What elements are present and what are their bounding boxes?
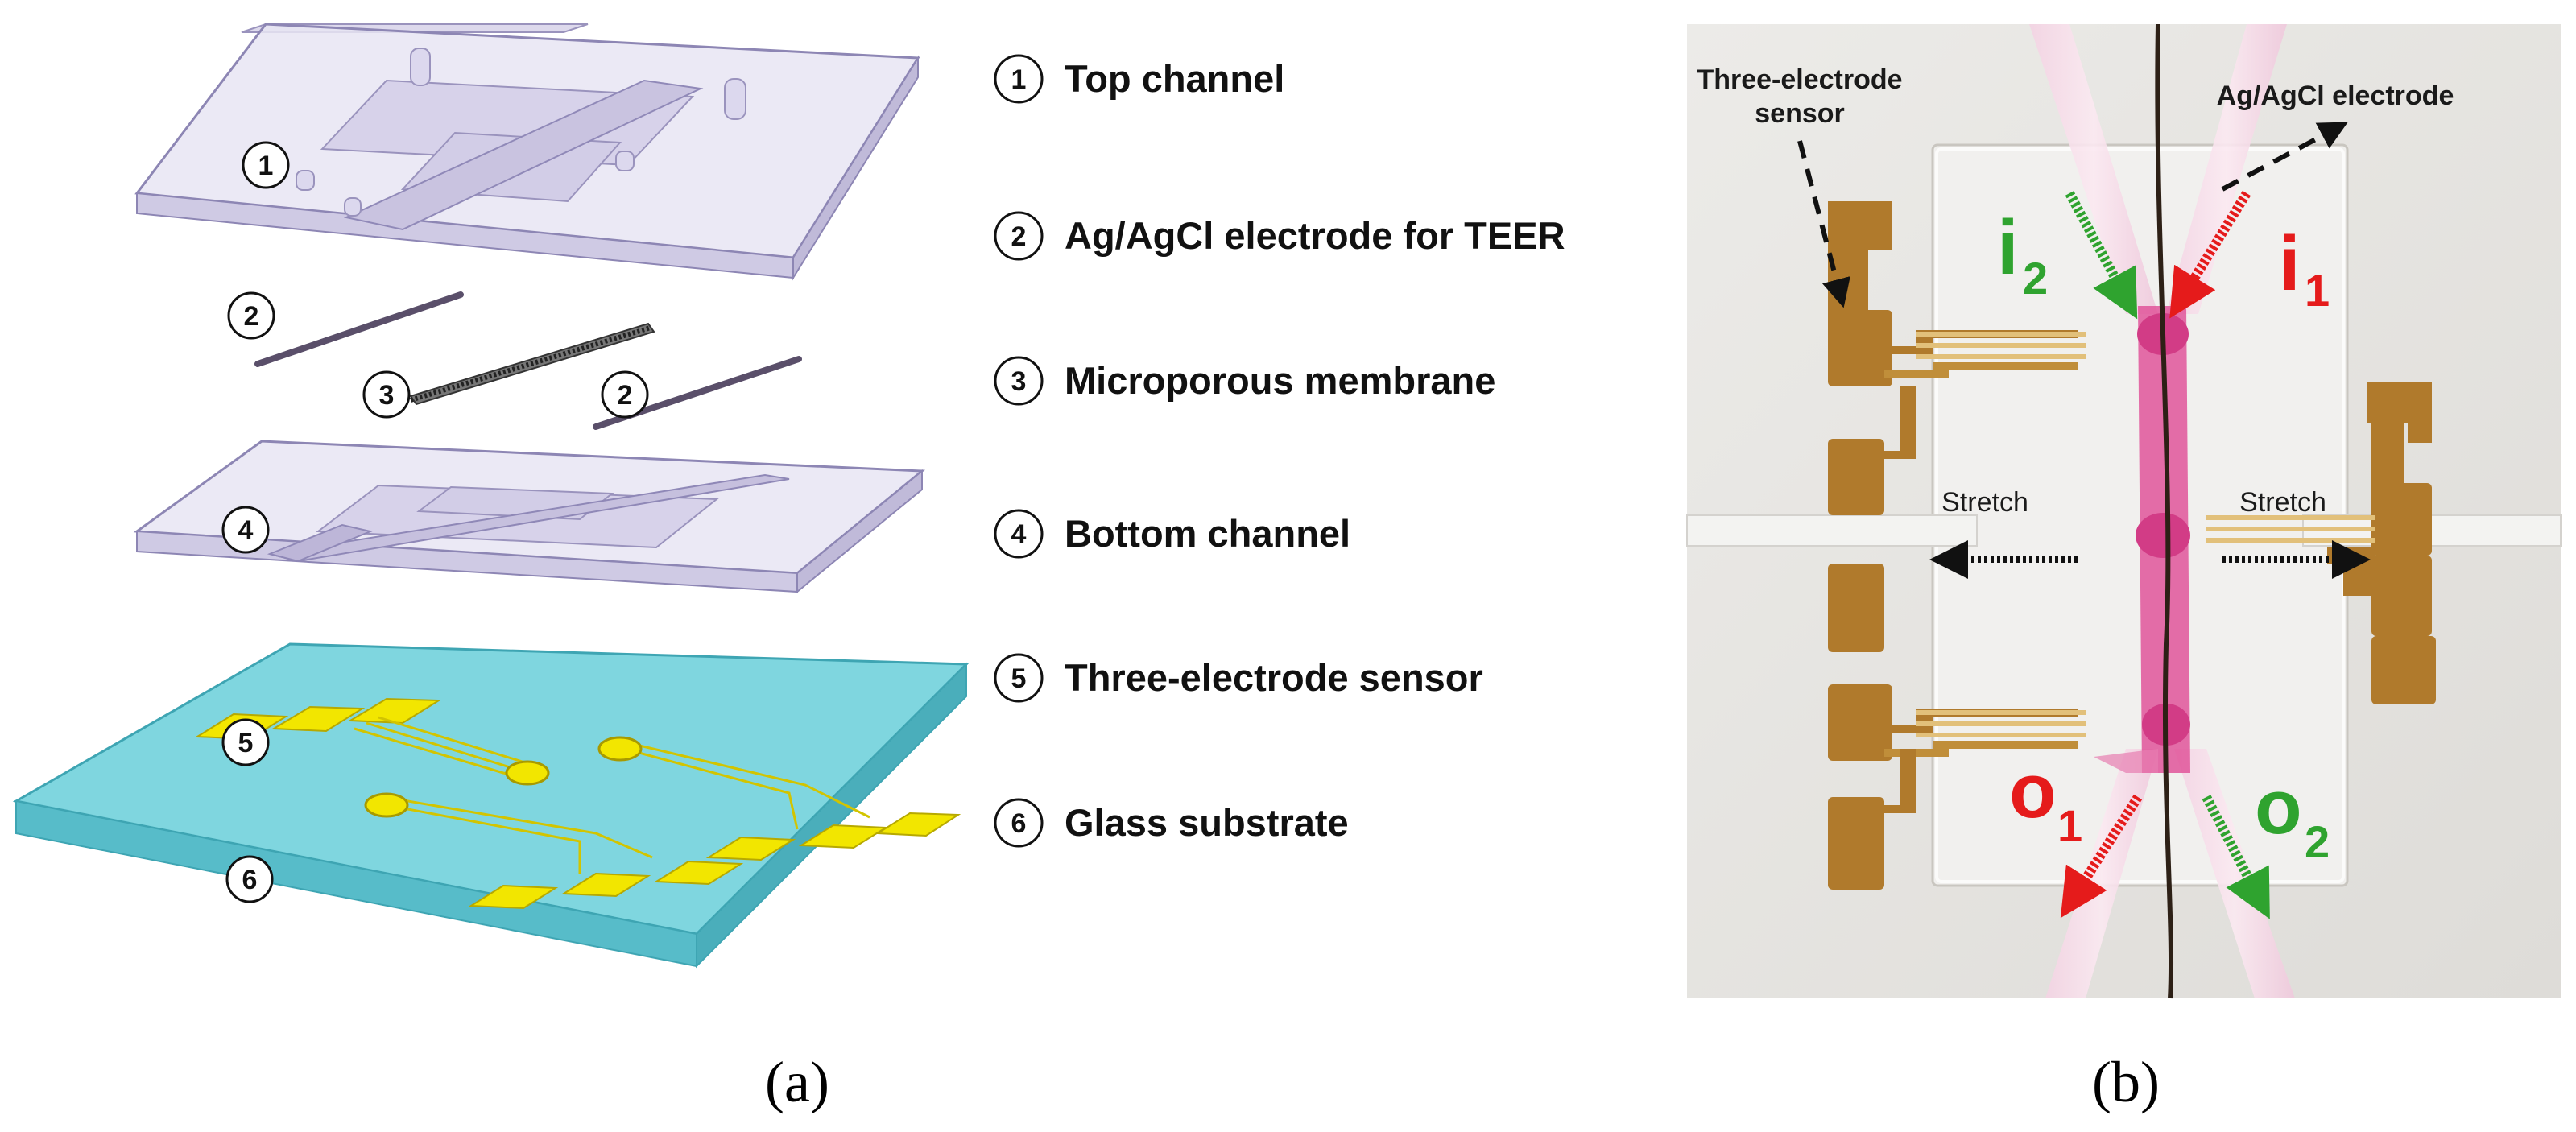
svg-text:2: 2: [244, 301, 259, 332]
label-three-electrode-line1: Three-electrode: [1697, 64, 1902, 95]
port-o1: o 1: [2009, 748, 2082, 851]
legend-item-5: 5 Three-electrode sensor: [994, 653, 1483, 703]
svg-text:2: 2: [618, 380, 633, 411]
agagcl-wire: [2155, 23, 2174, 999]
port-i1: i 1: [2279, 221, 2330, 316]
svg-text:1: 1: [2057, 800, 2082, 851]
svg-text:2: 2: [1011, 221, 1027, 252]
svg-text:1: 1: [258, 151, 274, 181]
svg-text:5: 5: [1011, 663, 1027, 694]
label-stretch-right: Stretch: [2239, 487, 2326, 518]
svg-text:2: 2: [2305, 816, 2330, 867]
electrode-left: [254, 291, 464, 367]
gold-electrode-pads-right: [2206, 382, 2436, 704]
label-stretch-left: Stretch: [1941, 487, 2028, 518]
svg-text:o: o: [2009, 748, 2057, 834]
svg-text:i: i: [2279, 221, 2301, 307]
legend-item-1: 1 Top channel: [994, 54, 1284, 104]
svg-text:o: o: [2255, 764, 2302, 850]
marker-electrode-right: 2: [601, 370, 649, 419]
top-channel-layer: [134, 23, 920, 281]
svg-text:Glass substrate: Glass substrate: [1065, 801, 1349, 844]
svg-text:5: 5: [238, 728, 254, 758]
svg-text:3: 3: [1011, 366, 1027, 397]
bottom-channel-layer: [133, 440, 925, 594]
svg-text:6: 6: [1011, 808, 1027, 839]
svg-text:6: 6: [242, 865, 258, 895]
label-three-electrode-line2: sensor: [1755, 98, 1845, 129]
legend: 1 Top channel 2 Ag/AgCl electrode for TE…: [994, 54, 1565, 848]
marker-membrane: 3: [362, 370, 411, 419]
marker-substrate: 6: [225, 855, 274, 903]
svg-text:Microporous membrane: Microporous membrane: [1065, 359, 1495, 402]
svg-text:4: 4: [1011, 519, 1027, 550]
svg-text:Three-electrode sensor: Three-electrode sensor: [1065, 656, 1483, 699]
port-i2: i 2: [1997, 205, 2048, 304]
panel-a-exploded-diagram: 1 2 3 2 4 5 6: [12, 23, 970, 969]
svg-text:1: 1: [2305, 265, 2330, 316]
marker-bottom-channel: 4: [221, 506, 270, 554]
label-agagcl-electrode: Ag/AgCl electrode: [2217, 81, 2454, 111]
sensor-electrode-pattern: [194, 697, 961, 910]
svg-text:i: i: [1997, 205, 2019, 291]
caption-b: (b): [2092, 1050, 2160, 1114]
legend-item-3: 3 Microporous membrane: [994, 356, 1495, 406]
marker-top-channel: 1: [242, 141, 290, 189]
svg-text:2: 2: [2023, 253, 2048, 304]
panel-b-device-photo: Three-electrode sensor Ag/AgCl electrode…: [1686, 23, 2562, 999]
glass-substrate: [12, 642, 970, 969]
caption-a: (a): [765, 1050, 829, 1114]
svg-text:3: 3: [379, 380, 395, 411]
membrane: [409, 322, 655, 406]
legend-item-6: 6 Glass substrate: [994, 798, 1349, 848]
svg-text:Top channel: Top channel: [1065, 57, 1284, 100]
legend-item-4: 4 Bottom channel: [994, 509, 1350, 559]
svg-text:1: 1: [1011, 64, 1027, 95]
svg-text:Ag/AgCl electrode for TEER: Ag/AgCl electrode for TEER: [1065, 214, 1565, 257]
port-o2: o 2: [2255, 764, 2330, 867]
marker-sensor: 5: [221, 718, 270, 766]
svg-text:Bottom channel: Bottom channel: [1065, 512, 1350, 555]
legend-item-2: 2 Ag/AgCl electrode for TEER: [994, 211, 1565, 261]
marker-electrode-left: 2: [227, 291, 275, 340]
svg-text:4: 4: [238, 515, 254, 546]
